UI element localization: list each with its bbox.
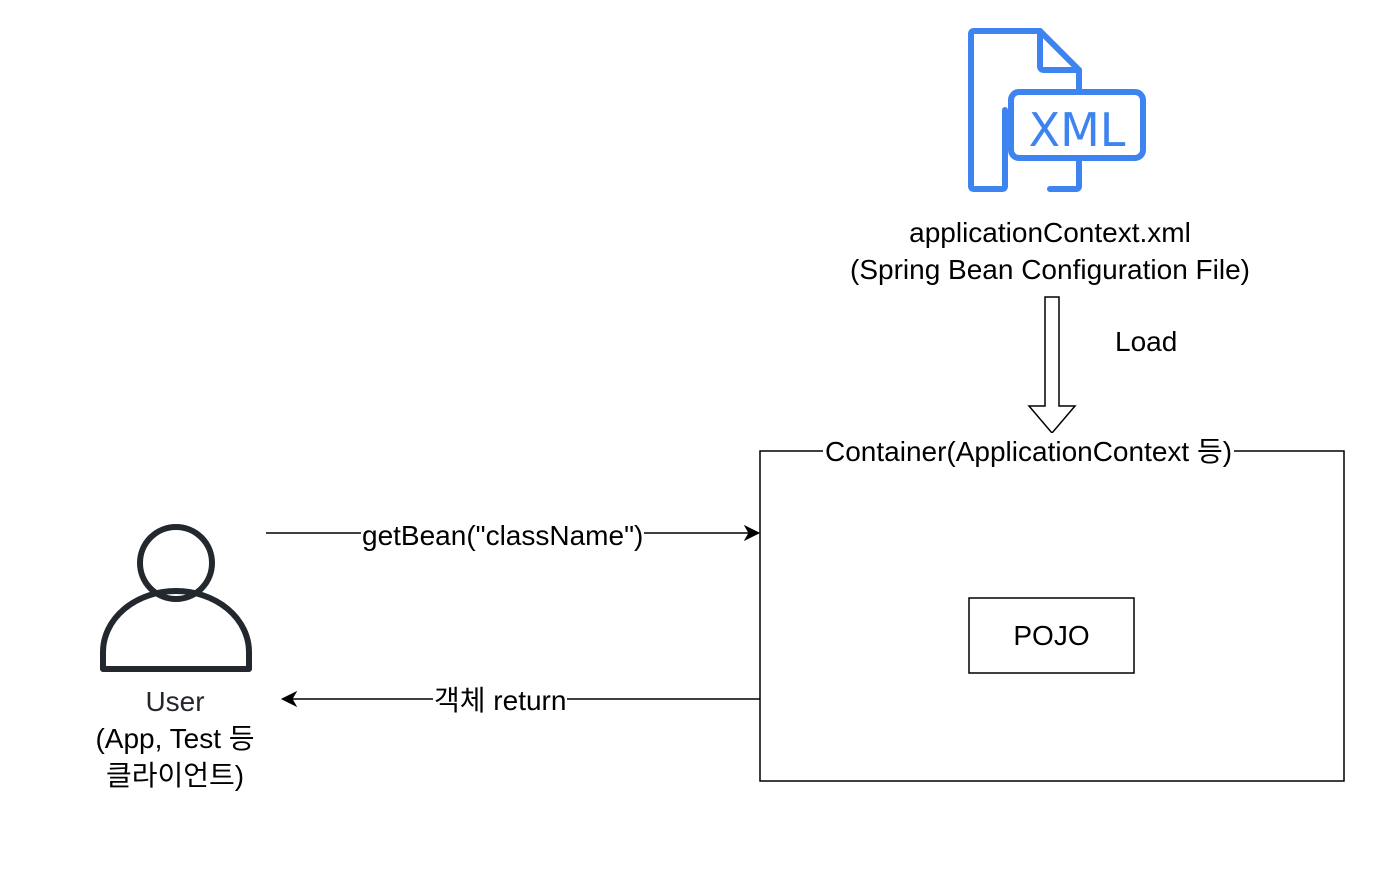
request-arrow-label: getBean("className")	[361, 517, 645, 554]
xml-file-icon	[968, 28, 1146, 192]
xml-file-caption: applicationContext.xml (Spring Bean Conf…	[800, 214, 1300, 288]
xml-file-name: applicationContext.xml	[909, 217, 1191, 248]
return-arrow-label: 객체 return	[433, 682, 568, 719]
pojo-label: POJO	[1013, 620, 1090, 651]
user-description-line1: (App, Test 등	[95, 723, 255, 754]
load-arrow	[1027, 296, 1077, 435]
user-caption: User (App, Test 등 클라이언트)	[50, 683, 300, 794]
user-name: User	[145, 686, 205, 717]
load-label: Load	[1115, 326, 1178, 357]
xml-file-description: (Spring Bean Configuration File)	[850, 254, 1250, 285]
user-icon	[100, 524, 252, 672]
user-description-line2: 클라이언트)	[105, 760, 245, 791]
container-title: Container(ApplicationContext 등)	[823, 433, 1235, 470]
pojo-box	[968, 597, 1135, 674]
xml-icon-text: XML	[1029, 103, 1126, 157]
